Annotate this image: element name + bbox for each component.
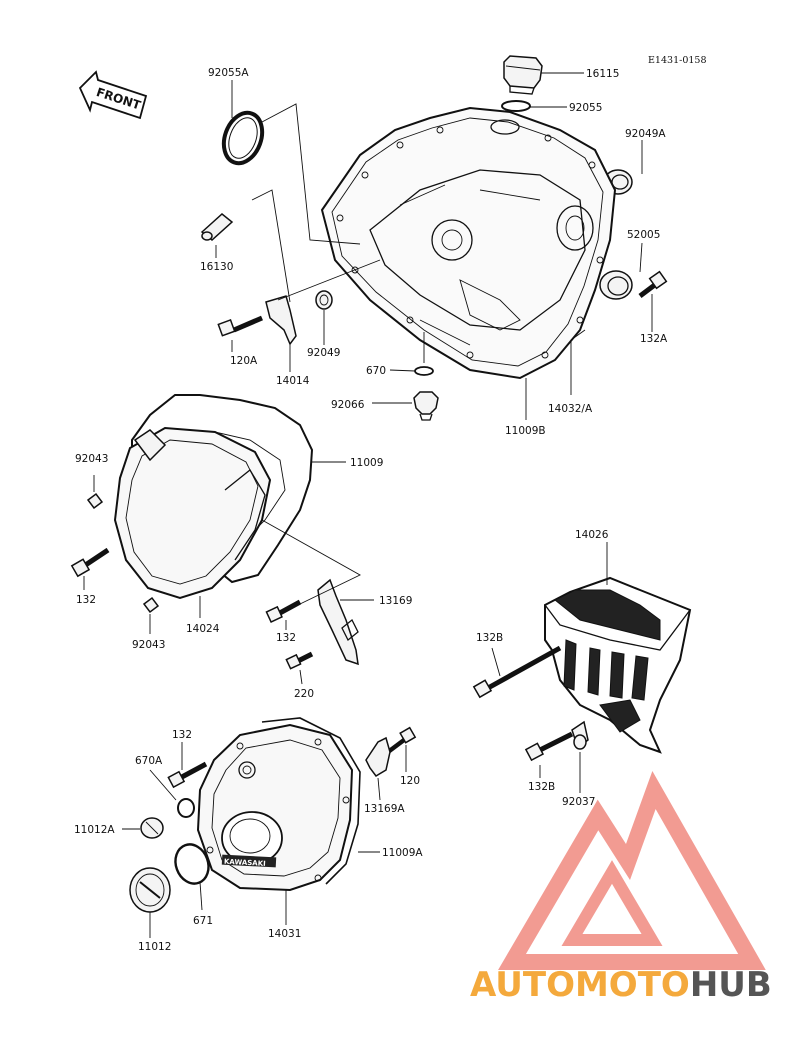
- part-labels: 92055A 16115 92055 92049A 52005 132A 161…: [74, 67, 668, 953]
- label-220: 220: [294, 688, 314, 700]
- bolt-120: [386, 726, 417, 754]
- dowel-92043-b: [142, 596, 160, 614]
- label-132-middle: 132: [276, 632, 296, 644]
- leader-lines-top: [215, 72, 653, 420]
- watermark-text-part2: HUB: [690, 965, 772, 1005]
- label-11009: 11009: [350, 457, 383, 469]
- bolt-132-middle: [265, 599, 302, 623]
- o-ring-671: [174, 843, 210, 885]
- label-671: 671: [193, 915, 213, 927]
- bolt-132b-short: [524, 731, 574, 762]
- plug-92066: [413, 391, 439, 421]
- label-132-bottom: 132: [172, 729, 192, 741]
- label-11012a: 11012A: [74, 824, 115, 836]
- bolt-132a: [638, 270, 668, 298]
- bolt-132-bottom: [167, 761, 208, 789]
- label-132b-short: 132B: [528, 781, 555, 793]
- label-92066: 92066: [331, 399, 365, 411]
- watermark-text: AUTOMOTOHUB: [470, 965, 772, 1005]
- label-11009a: 11009A: [382, 847, 423, 859]
- watermark-text-part1: AUTOMOTO: [470, 965, 690, 1005]
- cover-14024: [113, 426, 272, 600]
- label-16130: 16130: [200, 261, 233, 273]
- oil-filler-cap-16115: [503, 55, 543, 95]
- label-11009b: 11009B: [505, 425, 546, 437]
- sprocket-guard-14026: [544, 576, 692, 754]
- crankcase-gasket-11009b: [320, 106, 617, 380]
- label-92043-b: 92043: [132, 639, 165, 651]
- gasket-11009a: [261, 717, 361, 885]
- label-120a: 120A: [230, 355, 258, 367]
- leader-lines-bottom: [122, 742, 407, 938]
- clutch-cover-14031: KAWASAKI: [196, 723, 354, 892]
- bolt-220: [285, 651, 314, 670]
- label-52005: 52005: [627, 229, 660, 241]
- diagram-code: E1431-0158: [648, 55, 707, 66]
- label-14031: 14031: [268, 928, 301, 940]
- front-arrow-icon: FRONT: [78, 70, 148, 120]
- collar-92037: [571, 720, 589, 750]
- bracket-14014: [265, 295, 297, 346]
- label-13169a: 13169A: [364, 803, 405, 815]
- label-92043-a: 92043: [75, 453, 108, 465]
- label-14024: 14024: [186, 623, 220, 635]
- o-ring-92055a: [221, 110, 265, 166]
- label-132-left: 132: [76, 594, 96, 606]
- label-14026: 14026: [575, 529, 609, 541]
- oil-seal-92049: [315, 290, 333, 310]
- label-92055a: 92055A: [208, 67, 249, 79]
- leader-lines-right: [491, 542, 608, 793]
- leader-lines-middle: [83, 461, 374, 685]
- bolt-132b-long: [472, 645, 562, 699]
- watermark-logo-icon: [498, 770, 766, 970]
- o-ring-92055: [501, 100, 531, 112]
- bolt-120a: [217, 315, 263, 337]
- label-92055: 92055: [569, 102, 602, 114]
- label-13169: 13169: [379, 595, 412, 607]
- guide-13169a: [365, 736, 391, 777]
- cover-brand-logo: KAWASAKI: [224, 858, 266, 868]
- label-132a: 132A: [640, 333, 668, 345]
- label-16115: 16115: [586, 68, 619, 80]
- label-92049: 92049: [307, 347, 340, 359]
- dowel-16130: [200, 213, 234, 241]
- label-132b-long: 132B: [476, 632, 503, 644]
- plug-11012: [129, 867, 171, 913]
- label-14014: 14014: [276, 375, 310, 387]
- plug-11012a: [140, 817, 164, 839]
- o-ring-670a: [177, 798, 195, 818]
- label-92049a: 92049A: [625, 128, 666, 140]
- bolt-132-left: [70, 547, 110, 578]
- dowel-92043-a: [86, 492, 104, 510]
- label-11012: 11012: [138, 941, 171, 953]
- label-120: 120: [400, 775, 420, 787]
- label-92037: 92037: [562, 796, 595, 808]
- o-ring-670: [414, 366, 434, 376]
- label-670a: 670A: [135, 755, 163, 767]
- label-670: 670: [366, 365, 386, 377]
- seal-52005: [599, 270, 633, 300]
- label-14032a: 14032/A: [548, 403, 593, 415]
